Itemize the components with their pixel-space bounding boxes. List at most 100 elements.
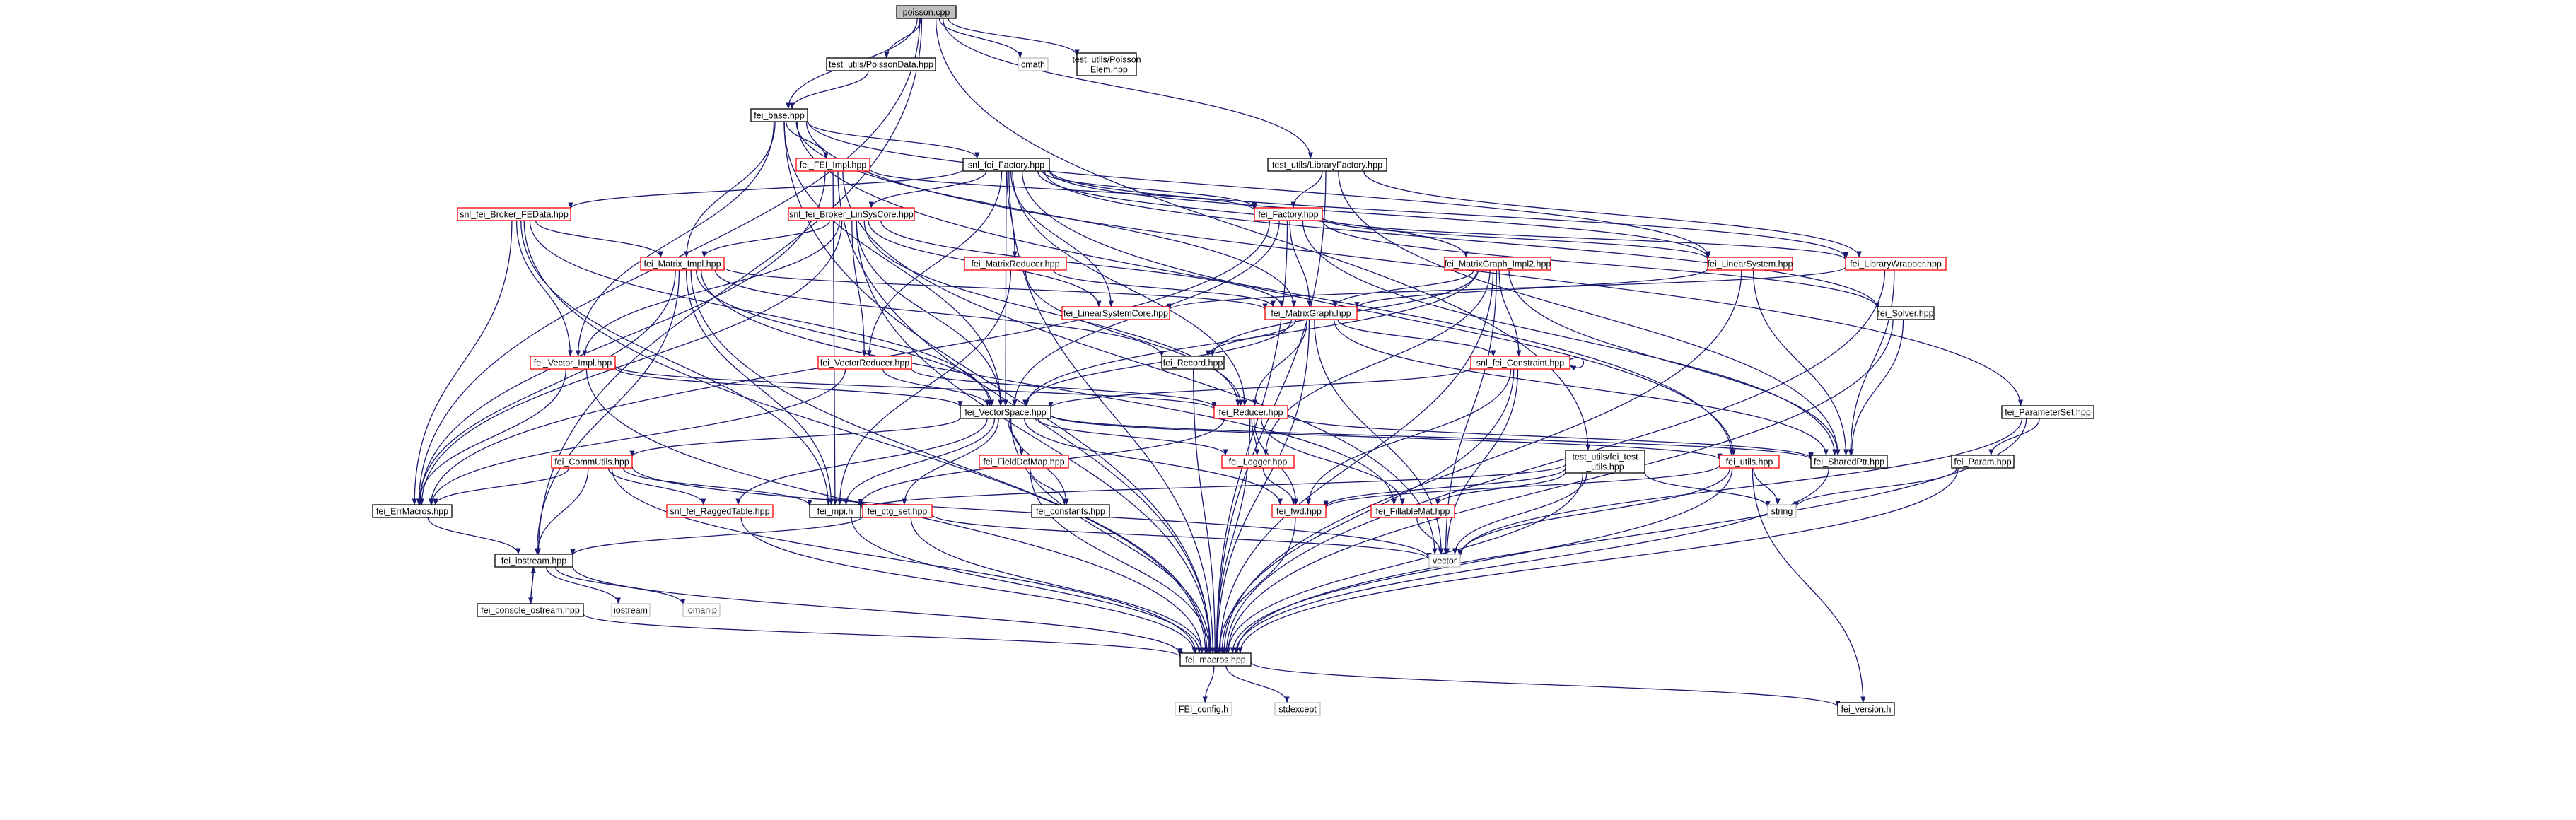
node-solver[interactable]: fei_Solver.hpp bbox=[1877, 306, 1935, 320]
include-edge bbox=[1302, 220, 1838, 456]
node-fwd[interactable]: fei_fwd.hpp bbox=[1271, 504, 1327, 518]
node-utils[interactable]: fei_utils.hpp bbox=[1719, 455, 1780, 469]
node-label: fei_LibraryWrapper.hpp bbox=[1850, 259, 1942, 269]
include-edge bbox=[575, 121, 775, 357]
node-errmacros[interactable]: fei_ErrMacros.hpp bbox=[372, 504, 453, 518]
node-label: _Elem.hpp bbox=[1085, 65, 1128, 75]
node-factory[interactable]: fei_Factory.hpp bbox=[1254, 207, 1323, 221]
node-console[interactable]: fei_console_ostream.hpp bbox=[477, 603, 584, 617]
node-matrixreducer[interactable]: fei_MatrixReducer.hpp bbox=[964, 257, 1067, 271]
node-linsyscore[interactable]: fei_LinearSystemCore.hpp bbox=[1061, 306, 1170, 320]
include-edge bbox=[1233, 467, 1829, 654]
include-edge bbox=[427, 517, 521, 555]
node-box bbox=[1470, 356, 1570, 370]
include-edge bbox=[429, 368, 846, 505]
node-label: fei_CommUtils.hpp bbox=[554, 457, 629, 467]
node-box bbox=[1719, 455, 1780, 469]
include-edge bbox=[796, 121, 1735, 456]
node-sharedptr[interactable]: fei_SharedPtr.hpp bbox=[1810, 455, 1888, 469]
node-label: cmath bbox=[1021, 60, 1045, 70]
node-box bbox=[1444, 257, 1551, 271]
node-box bbox=[1076, 52, 1137, 76]
node-matrixgraph[interactable]: fei_MatrixGraph.hpp bbox=[1264, 306, 1358, 320]
node-fillablemat[interactable]: fei_FillableMat.hpp bbox=[1370, 504, 1455, 518]
node-param[interactable]: fei_Param.hpp bbox=[1951, 455, 2015, 469]
node-raggedtable[interactable]: snl_fei_RaggedTable.hpp bbox=[666, 504, 774, 518]
node-box bbox=[551, 455, 633, 469]
include-edge bbox=[1262, 467, 1297, 505]
node-record[interactable]: fei_Record.hpp bbox=[1161, 356, 1225, 370]
include-edge bbox=[1049, 169, 1848, 259]
node-reducer[interactable]: fei_Reducer.hpp bbox=[1213, 405, 1288, 419]
node-fielddofmap[interactable]: fei_FieldDofMap.hpp bbox=[979, 455, 1069, 469]
node-vectorspace[interactable]: fei_VectorSpace.hpp bbox=[960, 405, 1051, 419]
include-edge bbox=[1333, 319, 1829, 456]
include-edge bbox=[1323, 464, 1720, 509]
node-label: _utils.hpp bbox=[1585, 462, 1624, 472]
include-edge bbox=[614, 365, 1217, 410]
include-edge bbox=[695, 269, 994, 406]
node-linearsystem[interactable]: fei_LinearSystem.hpp bbox=[1707, 257, 1793, 271]
node-box bbox=[530, 356, 616, 370]
node-brk_linsys[interactable]: snl_fei_Broker_LinSysCore.hpp bbox=[788, 207, 915, 221]
node-iostream_hpp[interactable]: fei_iostream.hpp bbox=[494, 554, 573, 568]
node-matrix_impl[interactable]: fei_Matrix_Impl.hpp bbox=[640, 257, 725, 271]
include-edge bbox=[807, 119, 1711, 258]
include-edge bbox=[911, 368, 1217, 408]
node-ctgset[interactable]: fei_ctg_set.hpp bbox=[862, 504, 933, 518]
node-vector_impl[interactable]: fei_Vector_Impl.hpp bbox=[530, 356, 616, 370]
node-macros[interactable]: fei_macros.hpp bbox=[1179, 652, 1252, 667]
include-edge bbox=[1025, 269, 1244, 406]
node-box bbox=[1767, 504, 1797, 518]
node-paramset[interactable]: fei_ParameterSet.hpp bbox=[2001, 405, 2094, 419]
node-label: iostream bbox=[614, 606, 648, 616]
node-box bbox=[964, 257, 1067, 271]
node-vectorreducer[interactable]: fei_VectorReducer.hpp bbox=[817, 356, 912, 370]
node-mgraph_impl2[interactable]: fei_MatrixGraph_Impl2.hpp bbox=[1444, 257, 1551, 271]
node-fei_base[interactable]: fei_base.hpp bbox=[750, 108, 808, 122]
node-testutils[interactable]: test_utils/fei_test_utils.hpp bbox=[1565, 450, 1645, 474]
node-box bbox=[1428, 554, 1461, 568]
node-label: fei_FillableMat.hpp bbox=[1376, 507, 1450, 517]
node-box bbox=[979, 455, 1069, 469]
node-label: fei_Reducer.hpp bbox=[1218, 408, 1283, 418]
include-edge bbox=[1048, 367, 1471, 409]
node-label: fei_LinearSystem.hpp bbox=[1708, 259, 1793, 269]
node-box bbox=[2001, 405, 2094, 419]
node-iostream: iostream bbox=[611, 603, 651, 617]
include-edge bbox=[1337, 319, 1496, 357]
node-poissondata[interactable]: test_utils/PoissonData.hpp bbox=[826, 57, 936, 71]
include-edge bbox=[1263, 269, 1491, 456]
node-poissonelem[interactable]: test_utils/Poisson_Elem.hpp bbox=[1072, 52, 1141, 76]
node-libwrapper[interactable]: fei_LibraryWrapper.hpp bbox=[1845, 257, 1947, 271]
include-edge bbox=[1050, 414, 1723, 460]
include-edge bbox=[1237, 467, 1959, 654]
node-label: fei_macros.hpp bbox=[1185, 655, 1246, 665]
include-edge bbox=[851, 517, 1202, 654]
include-edge bbox=[1435, 472, 1566, 505]
node-label: fei_utils.hpp bbox=[1726, 457, 1773, 467]
node-version[interactable]: fei_version.h bbox=[1837, 702, 1895, 716]
include-edge bbox=[1213, 220, 1288, 654]
node-box bbox=[1018, 57, 1049, 71]
node-box bbox=[826, 57, 936, 71]
node-brk_fedata[interactable]: snl_fei_Broker_FEData.hpp bbox=[457, 207, 571, 221]
node-commutils[interactable]: fei_CommUtils.hpp bbox=[551, 455, 633, 469]
node-label: fei_Solver.hpp bbox=[1877, 309, 1933, 319]
node-box bbox=[960, 405, 1051, 419]
include-edge bbox=[714, 269, 1165, 357]
node-mpi[interactable]: fei_mpi.h bbox=[809, 504, 861, 518]
node-label: fei_mpi.h bbox=[817, 507, 853, 517]
node-logger[interactable]: fei_Logger.hpp bbox=[1221, 455, 1295, 469]
include-edge bbox=[783, 121, 1213, 654]
node-fei_impl[interactable]: fei_FEI_Impl.hpp bbox=[795, 158, 870, 172]
include-edge bbox=[851, 220, 867, 357]
node-libfactory[interactable]: test_utils/LibraryFactory.hpp bbox=[1267, 158, 1387, 172]
node-label: poisson.cpp bbox=[903, 8, 950, 18]
node-snl_factory[interactable]: snl_fei_Factory.hpp bbox=[962, 158, 1050, 172]
include-edge bbox=[1457, 418, 2023, 558]
node-constraint[interactable]: snl_fei_Constraint.hpp bbox=[1470, 356, 1570, 370]
node-vector: vector bbox=[1428, 554, 1461, 568]
include-edge bbox=[1230, 467, 1733, 654]
node-constants[interactable]: fei_constants.hpp bbox=[1031, 504, 1110, 518]
